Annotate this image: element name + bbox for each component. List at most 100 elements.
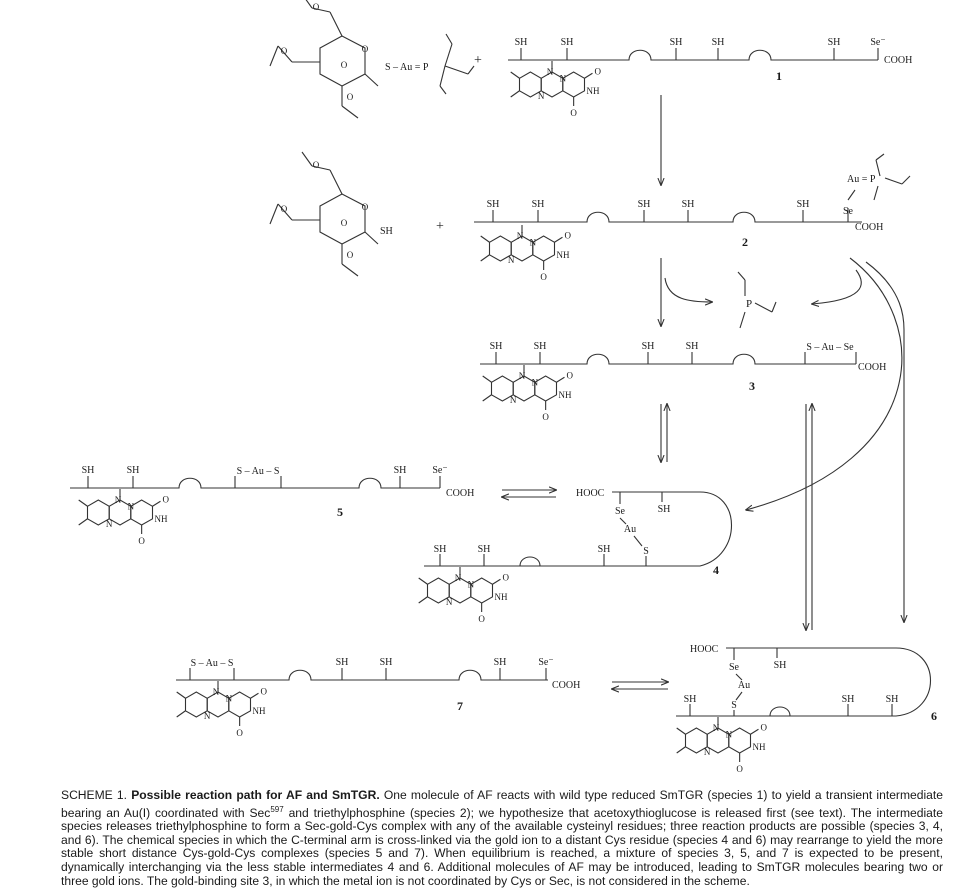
phosphine-p-label: P [746, 298, 752, 310]
au-label: Au [738, 680, 750, 691]
caption-rest: and triethylphosphine (species 2); we hy… [61, 805, 943, 888]
species-number-3: 3 [749, 379, 755, 393]
species-number-6: 6 [931, 709, 937, 723]
chain-hump [769, 706, 791, 717]
sh-label: SH [658, 504, 671, 515]
caption-prefix: SCHEME 1. [61, 788, 132, 802]
ring-n-label: N [704, 747, 711, 757]
se-au-bond [847, 189, 856, 201]
ring-n-label: N [128, 501, 135, 511]
ring-n-label: N [560, 73, 567, 83]
species-1-flavin [510, 61, 593, 106]
ring-n-label: N [455, 573, 462, 583]
backbone-species-7 [176, 669, 548, 681]
sh-label: SH [490, 341, 503, 352]
cooh-label: COOH [858, 362, 886, 373]
sh-label: SH [642, 341, 655, 352]
acetoxy-bond [311, 7, 331, 13]
ring-hexagon [728, 727, 752, 754]
s-label: S [731, 700, 737, 711]
ring-nh-label: NH [252, 706, 265, 716]
ethyl-bond [445, 33, 453, 45]
ring-o-label: O [760, 722, 767, 732]
ring-n-label: N [726, 729, 733, 739]
se-label: Se [843, 206, 854, 217]
caption-title: Possible reaction path for AF and SmTGR. [131, 788, 380, 802]
sh-label: SH [532, 199, 545, 210]
ethyl-bond [439, 65, 446, 87]
ethyl-bond [754, 302, 773, 313]
ethyl-bond [771, 301, 777, 313]
se-minus-label: Se⁻ [538, 657, 553, 668]
ethyl-bond [873, 185, 879, 201]
af-s-au-p-label: S – Au = P [385, 62, 429, 73]
acetoxy-bond [311, 165, 331, 171]
sh-label: SH [670, 37, 683, 48]
ring-o-label: O [566, 370, 573, 380]
se-minus-label: Se⁻ [432, 465, 447, 476]
ring-o-label: O [162, 494, 169, 504]
chain-hump [519, 556, 541, 567]
ring-o-label: O [260, 686, 267, 696]
methyl-bond [480, 235, 490, 243]
ethyl-bond [901, 175, 911, 185]
sh-label: SH [561, 37, 574, 48]
ring-n-label: N [468, 579, 475, 589]
methyl-bond [78, 518, 88, 526]
acetoxy-bond [277, 45, 293, 63]
ring-nh-label: NH [556, 250, 569, 260]
acetoxy-bond [305, 0, 313, 9]
au-s-bond [735, 691, 743, 701]
thiosugar-sugar [269, 151, 379, 277]
ring-hexagon [228, 691, 252, 718]
sugar-o-label: O [281, 46, 288, 56]
sh-label: SH [712, 37, 725, 48]
acetoxy-bond [364, 231, 379, 245]
au-s-bond [633, 535, 643, 547]
acetoxy-bond [364, 73, 379, 87]
au-label: Au [624, 524, 636, 535]
sh-label: SH [434, 544, 447, 555]
au-p-label: Au = P [847, 174, 876, 185]
sh-label: SH [494, 657, 507, 668]
ethyl-bond [737, 271, 746, 281]
sugar-o-label: O [347, 92, 354, 102]
ring-nh-label: NH [154, 514, 167, 524]
sh-label: SH [684, 694, 697, 705]
ring-n-label: N [547, 67, 554, 77]
methyl-bond [482, 375, 492, 383]
species-3-flavin [482, 365, 565, 410]
sugar-o-label: O [341, 60, 348, 70]
ring-hexagon [130, 499, 154, 526]
sh-label: SH [842, 694, 855, 705]
carbonyl-bond [554, 236, 563, 243]
ring-o-label: O [542, 412, 549, 422]
sh-label: SH [394, 465, 407, 476]
ring-o-label: O [478, 614, 485, 624]
backbone-species-5 [70, 477, 440, 489]
sh-label: SH [797, 199, 810, 210]
af-sugar [269, 0, 379, 119]
carbonyl-bond [492, 578, 501, 585]
looped-backbone-6 [676, 647, 931, 717]
backbone-species-1 [508, 49, 878, 61]
ethyl-bond [444, 65, 469, 75]
ring-o-label: O [594, 66, 601, 76]
ring-hexagon [532, 235, 556, 262]
ethyl-bond [875, 159, 881, 177]
hooc-label: HOOC [690, 644, 719, 655]
ring-nh-label: NH [752, 742, 765, 752]
species-number-5: 5 [337, 505, 343, 519]
ethyl-bond [884, 177, 903, 185]
ring-nh-label: NH [586, 86, 599, 96]
ring-n-label: N [538, 91, 545, 101]
methyl-bond [510, 90, 520, 98]
methyl-bond [418, 596, 428, 604]
ring-hexagon [470, 577, 494, 604]
acetoxy-bond [269, 203, 279, 225]
ring-n-label: N [530, 237, 537, 247]
sh-label: SH [598, 544, 611, 555]
species-number-1: 1 [776, 69, 782, 83]
ring-n-label: N [106, 519, 113, 529]
species-4-flavin [418, 567, 501, 612]
